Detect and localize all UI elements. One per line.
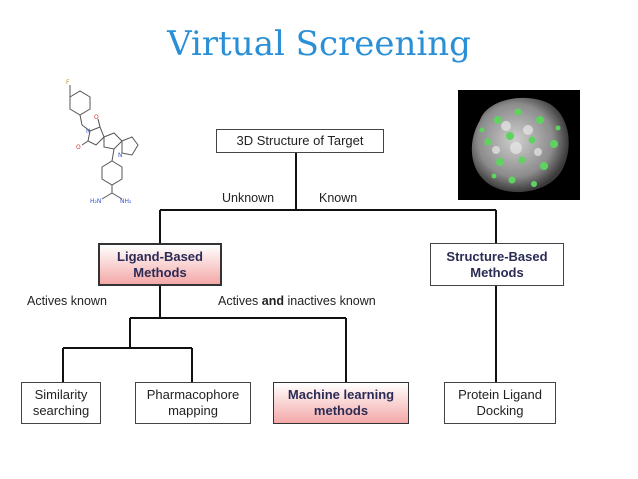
ligand-based-line2: Methods bbox=[133, 264, 187, 280]
atom-oxygen-1: O bbox=[94, 114, 99, 121]
machine-learning-line1: Machine learning bbox=[287, 387, 395, 402]
similarity-line2: searching bbox=[32, 403, 90, 418]
page-title: Virtual Screening bbox=[167, 24, 471, 64]
atom-fluorine: F bbox=[66, 79, 70, 86]
atom-amine-right: NH₂ bbox=[120, 198, 132, 205]
actives-inactives-post: inactives known bbox=[284, 294, 376, 308]
protein-ligand-docking-box: Protein Ligand Docking bbox=[444, 382, 556, 424]
pharmacophore-line1: Pharmacophore bbox=[146, 387, 240, 402]
known-label: Known bbox=[319, 191, 358, 205]
machine-learning-box: Machine learning methods bbox=[273, 382, 409, 424]
actives-inactives-bold: and bbox=[261, 294, 284, 308]
atom-nitrogen-2: N bbox=[118, 152, 123, 159]
ligand-based-box: Ligand-Based Methods bbox=[98, 243, 222, 286]
structure-based-line2: Methods bbox=[470, 264, 524, 280]
unknown-label: Unknown bbox=[222, 191, 275, 205]
structure-based-line1: Structure-Based bbox=[446, 248, 548, 264]
docking-line1: Protein Ligand bbox=[458, 387, 542, 402]
docking-line2: Docking bbox=[476, 403, 524, 418]
atom-amine-left: H₂N bbox=[90, 198, 101, 205]
similarity-searching-box: Similarity searching bbox=[21, 382, 101, 424]
actives-inactives-pre: Actives bbox=[218, 294, 262, 308]
pharmacophore-mapping-box: Pharmacophore mapping bbox=[135, 382, 251, 424]
pharmacophore-line2: mapping bbox=[168, 403, 218, 418]
actives-inactives-label: Actives and inactives known bbox=[218, 294, 376, 308]
atom-nitrogen-1: N bbox=[86, 128, 91, 135]
structure-based-box: Structure-Based Methods bbox=[430, 243, 564, 286]
ligand-molecule-image: F N N O O H₂N NH₂ bbox=[66, 79, 139, 205]
protein-surface-image bbox=[458, 90, 580, 200]
target-structure-box: 3D Structure of Target bbox=[216, 129, 384, 153]
ligand-based-line1: Ligand-Based bbox=[117, 248, 203, 264]
target-structure-label: 3D Structure of Target bbox=[236, 133, 364, 148]
similarity-line1: Similarity bbox=[34, 387, 88, 402]
machine-learning-line2: methods bbox=[313, 403, 369, 418]
atom-oxygen-2: O bbox=[76, 144, 81, 151]
actives-known-label: Actives known bbox=[27, 294, 107, 308]
